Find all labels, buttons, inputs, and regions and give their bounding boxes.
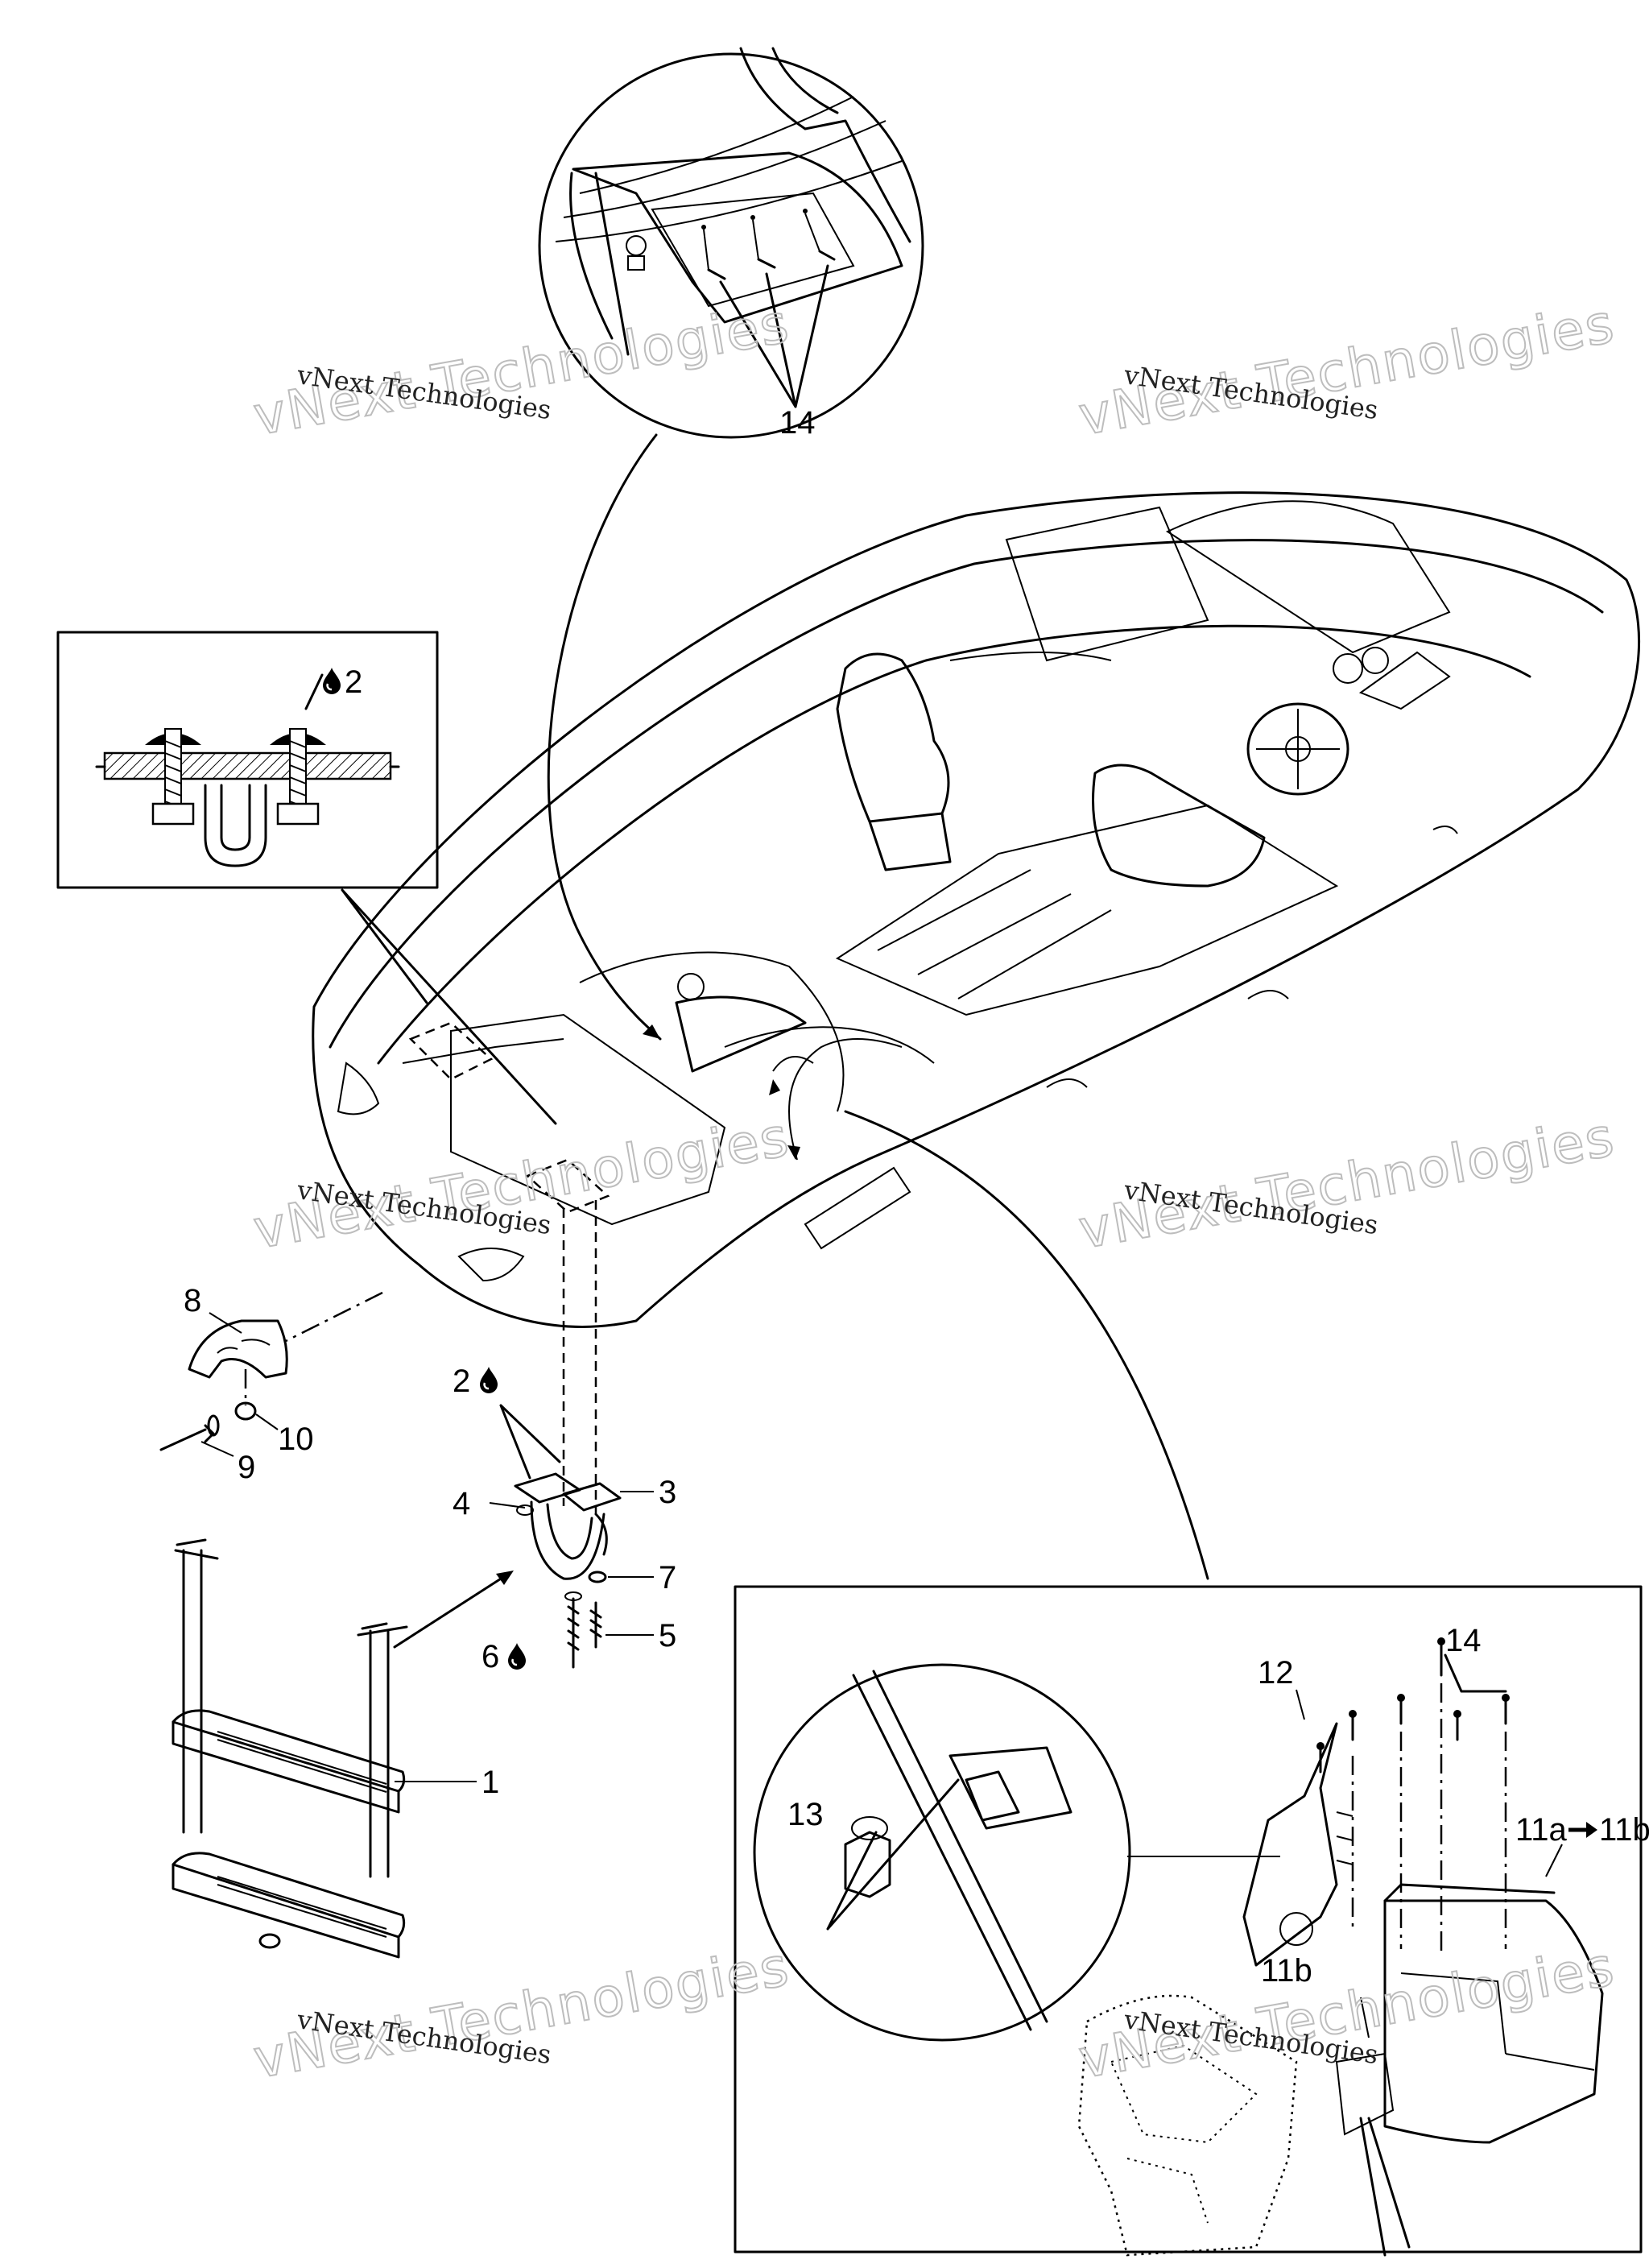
sealant-drop-icon	[478, 1365, 499, 1395]
callout-9: 9	[238, 1450, 255, 1485]
part-6-bolt	[564, 1591, 582, 1669]
watermark-bottom-right: vNext Technologies vNext Technologies	[1073, 1935, 1620, 2092]
watermark-top-left: vNext Technologies vNext Technologies	[248, 292, 795, 449]
watermark-mid-right: vNext Technologies vNext Technologies	[1073, 1105, 1620, 1262]
callout-7: 7	[659, 1560, 676, 1595]
part-1-ladder	[172, 1538, 514, 1959]
callout-8: 8	[184, 1283, 201, 1318]
lower-detail-box: 13 12 11b 14 11a 11b	[734, 1585, 1649, 2257]
top-detail-circle: 14	[538, 47, 924, 441]
callout-5: 5	[659, 1618, 676, 1653]
mounting-bracket-assembly	[499, 1404, 622, 1580]
callout-3: 3	[659, 1475, 676, 1510]
callout-4: 4	[453, 1486, 470, 1521]
callout-13: 13	[787, 1797, 824, 1832]
watermark-bottom-left: vNext Technologies vNext Technologies	[248, 1935, 795, 2092]
sealant-drop-icon	[506, 1641, 527, 1671]
callout-12: 12	[1258, 1655, 1294, 1691]
leader-curve-bottom	[844, 1110, 1209, 1580]
part-8-bracket	[188, 1312, 288, 1379]
callout-2-bracket: 2	[453, 1364, 470, 1399]
leader-curve-top	[547, 433, 662, 1041]
part-10-washer	[234, 1401, 279, 1430]
part-7-washer	[588, 1571, 654, 1583]
callout-11b: 11b	[1261, 1953, 1312, 1989]
part-5-bolt	[589, 1601, 654, 1649]
callout-10: 10	[278, 1422, 314, 1457]
callout-1: 1	[481, 1765, 499, 1800]
watermark-top-right: vNext Technologies vNext Technologies	[1073, 292, 1620, 449]
arrow-right-icon	[1568, 1822, 1597, 1838]
part-9-rivet	[159, 1414, 234, 1457]
sealant-detail-box: 2	[56, 631, 439, 889]
callout-6: 6	[481, 1639, 499, 1674]
callout-11a-to: 11b	[1599, 1812, 1649, 1848]
sealant-drop-icon	[321, 666, 342, 696]
callout-2-box: 2	[345, 664, 362, 700]
watermark-mid-left: vNext Technologies vNext Technologies	[248, 1105, 795, 1262]
callout-14-top: 14	[779, 405, 816, 441]
leader-box-arrows	[341, 888, 557, 1125]
callout-14-inset: 14	[1445, 1623, 1482, 1658]
boat-hull	[285, 491, 1641, 1514]
callout-11a: 11a	[1515, 1812, 1568, 1848]
